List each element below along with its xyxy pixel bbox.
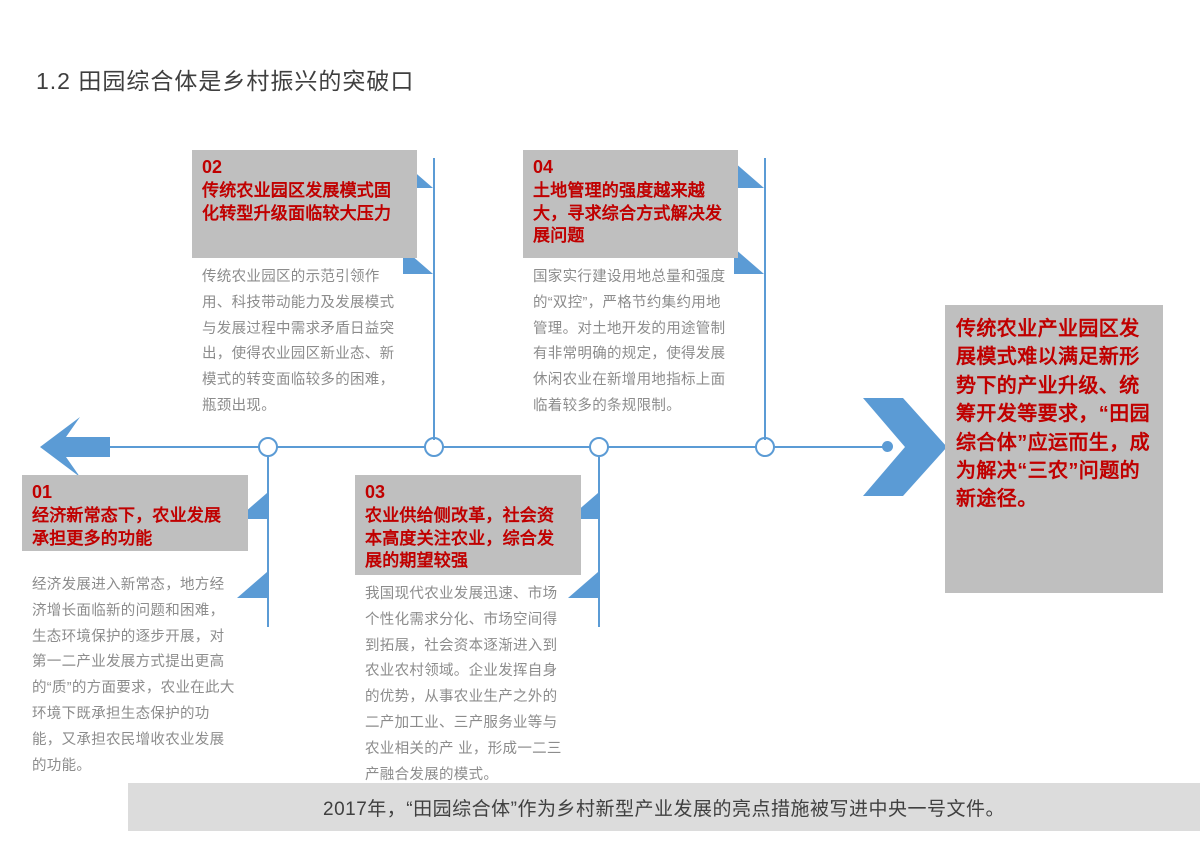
info-card-01-header: 01 经济新常态下，农业发展承担更多的功能 [22,475,248,551]
connector-triangle-card-04-a [734,162,764,188]
timeline-node-3[interactable] [589,437,609,457]
timeline-end-dot [882,441,893,452]
info-card-04[interactable]: 04 土地管理的强度越来越大，寻求综合方式解决发展问题 国家实行建设用地总量和强… [523,150,738,420]
info-card-02-number: 02 [202,157,223,177]
info-card-02-heading: 传统农业园区发展模式固化转型升级面临较大压力 [202,180,392,223]
info-card-03-body: 我国现代农业发展迅速、市场个性化需求分化、市场空间得到拓展，社会资本逐渐进入到农… [365,586,562,783]
timeline-node-4[interactable] [755,437,775,457]
connector-line-card-03 [598,457,600,627]
connector-triangle-card-04-b [734,248,764,274]
info-card-04-number: 04 [533,157,554,177]
info-card-04-heading: 土地管理的强度越来越大，寻求综合方式解决发展问题 [533,180,723,246]
right-arrow-icon [863,398,947,496]
connector-line-card-01 [267,457,269,627]
info-card-01-heading: 经济新常态下，农业发展承担更多的功能 [32,505,222,548]
info-card-01[interactable]: 01 经济新常态下，农业发展承担更多的功能 经济发展进入新常态，地方经济增长面临… [22,475,248,779]
info-card-01-number: 01 [32,482,53,502]
info-card-03-number: 03 [365,482,386,502]
info-card-04-header: 04 土地管理的强度越来越大，寻求综合方式解决发展问题 [523,150,738,258]
info-card-02[interactable]: 02 传统农业园区发展模式固化转型升级面临较大压力 传统农业园区的示范引领作用、… [192,150,417,420]
timeline-axis [60,446,890,448]
connector-triangle-card-03-b [568,572,598,598]
left-arrow-icon [40,417,110,477]
timeline-node-2[interactable] [424,437,444,457]
info-card-03-header: 03 农业供给侧改革，社会资本高度关注农业，综合发展的期望较强 [355,475,581,575]
footer-banner-text: 2017年，“田园综合体”作为乡村新型产业发展的亮点措施被写进中央一号文件。 [323,798,1005,820]
info-card-04-body: 国家实行建设用地总量和强度的“双控”，严格节约集约用地 管理。对土地开发的用途管… [533,269,726,414]
conclusion-box: 传统农业产业园区发展模式难以满足新形势下的产业升级、统筹开发等要求，“田园综合体… [945,305,1163,593]
info-card-03[interactable]: 03 农业供给侧改革，社会资本高度关注农业，综合发展的期望较强 我国现代农业发展… [355,475,581,788]
info-card-03-heading: 农业供给侧改革，社会资本高度关注农业，综合发展的期望较强 [365,505,555,571]
info-card-02-header: 02 传统农业园区发展模式固化转型升级面临较大压力 [192,150,417,258]
footer-banner: 2017年，“田园综合体”作为乡村新型产业发展的亮点措施被写进中央一号文件。 [128,783,1200,831]
connector-line-card-04 [764,158,766,440]
info-card-01-body: 经济发展进入新常态，地方经济增长面临新的问题和困难，生态环境保护的逐步开展，对第… [32,577,235,774]
connector-line-card-02 [433,158,435,440]
timeline-node-1[interactable] [258,437,278,457]
info-card-02-body: 传统农业园区的示范引领作用、科技带动能力及发展模式与发展过程中需求矛盾日益突出，… [202,269,395,414]
page-title: 1.2 田园综合体是乡村振兴的突破口 [36,68,415,94]
connector-triangle-card-01-b [237,572,267,598]
